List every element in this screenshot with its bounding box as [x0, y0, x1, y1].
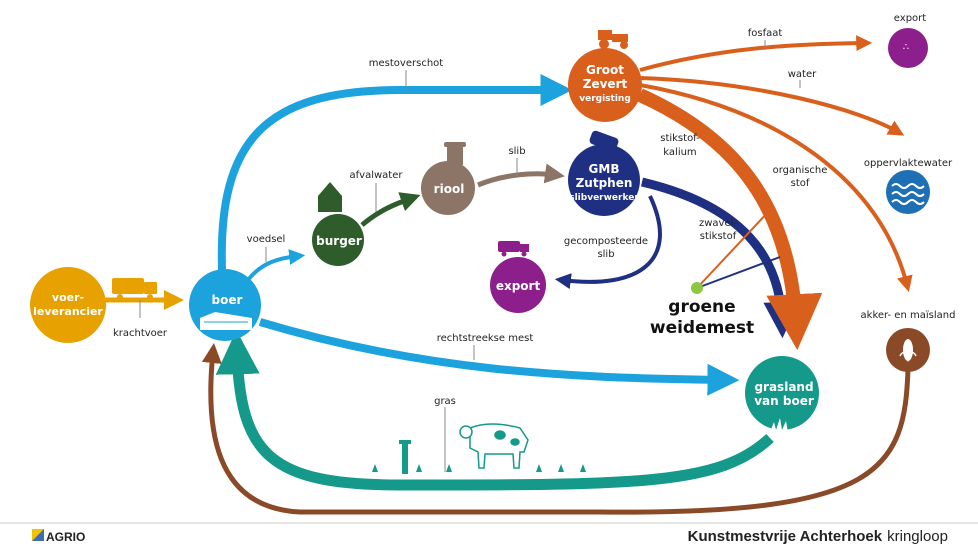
- node-akker-maisland: [886, 328, 930, 372]
- flow-slib: [477, 163, 565, 188]
- agrio-logo: AGRIO: [32, 529, 85, 544]
- callout-line2: weidemest: [650, 318, 754, 338]
- label-zwavel-line1: zwavel-: [699, 218, 737, 229]
- flow-fosfaat: [639, 35, 873, 72]
- flow-stikstof-kalium: [637, 88, 823, 351]
- grasland-line1: grasland: [754, 380, 813, 394]
- gmb-line2: Zutphen: [576, 176, 633, 190]
- node-boer: boer: [189, 269, 261, 341]
- node-gmb-zutphen: GMB Zutphen slibverwerker: [568, 144, 640, 216]
- boer-label: boer: [212, 293, 243, 307]
- callout-line-1: [696, 209, 771, 289]
- flow-rechtstreekse-mest: [258, 318, 740, 396]
- flow-gras-to-boer: [215, 330, 774, 491]
- flow-voedsel: [246, 249, 306, 282]
- grasland-line2: van boer: [754, 394, 814, 408]
- gmb-sub: slibverwerker: [569, 193, 639, 203]
- voerleverancier-line1: voer-: [52, 291, 84, 304]
- groot-zevert-line1: Groot: [586, 63, 624, 77]
- water-waves-icon: [891, 183, 925, 205]
- label-rechtstreekse-mest: rechtstreekse mest: [437, 333, 534, 344]
- label-afvalwater: afvalwater: [350, 170, 404, 181]
- label-water: water: [788, 69, 817, 80]
- label-gecomposteerde-line2: slib: [597, 249, 614, 260]
- export-mid-label: export: [496, 279, 541, 293]
- groot-zevert-line2: Zevert: [583, 77, 628, 91]
- node-groot-zevert: Groot Zevert vergisting: [568, 48, 642, 122]
- node-export-mid: export: [490, 257, 546, 313]
- label-gras: gras: [434, 396, 456, 407]
- callout-dot: [691, 282, 703, 294]
- node-voerleverancier: voer- leverancier: [30, 267, 106, 343]
- gmb-line1: GMB: [589, 162, 620, 176]
- label-gecomposteerde-line1: gecomposteerde: [564, 236, 648, 247]
- label-zwavel-line2: stikstof: [700, 231, 737, 242]
- label-fosfaat: fosfaat: [748, 28, 783, 39]
- node-riool: riool: [421, 161, 475, 215]
- export-top-label: export: [894, 13, 926, 24]
- flow-afvalwater: [360, 192, 421, 227]
- agrio-logo-text: AGRIO: [46, 530, 85, 544]
- corn-icon: [899, 339, 917, 363]
- label-voedsel: voedsel: [247, 234, 286, 245]
- footer-title-bold: Kunstmestvrije Achterhoek: [688, 528, 883, 545]
- flow-water: [639, 76, 905, 136]
- burger-label: burger: [316, 234, 362, 248]
- callout-line1: groene: [668, 297, 735, 317]
- riool-label: riool: [434, 182, 465, 196]
- tanker-small-icon: [498, 241, 529, 257]
- callout-line-2: [696, 256, 781, 289]
- node-oppervlaktewater: [886, 170, 930, 214]
- post-icon: [399, 440, 411, 474]
- barn-icon: [200, 312, 252, 330]
- grass-icon: [770, 418, 788, 432]
- tanker-truck-icon: [112, 278, 157, 300]
- voerleverancier-line2: leverancier: [33, 305, 103, 318]
- flow-akker-to-boer: [201, 343, 911, 515]
- footer-title-light: kringloop: [887, 528, 948, 545]
- cow-icon: [459, 423, 529, 469]
- label-stikstof-line2: kalium: [663, 147, 696, 158]
- label-organische-line2: stof: [791, 178, 810, 189]
- node-export-top: ∴: [888, 28, 928, 68]
- label-slib: slib: [508, 146, 525, 157]
- manure-icon: ∴: [903, 42, 909, 53]
- flow-mestoverschot: [217, 74, 573, 271]
- flow-organische-stof: [639, 83, 913, 292]
- tanker-icon: [589, 130, 619, 152]
- akker-label: akker- en maïsland: [861, 310, 956, 321]
- label-mestoverschot: mestoverschot: [369, 58, 443, 69]
- label-krachtvoer: krachtvoer: [113, 328, 168, 339]
- node-grasland: grasland van boer: [745, 356, 819, 430]
- tractor-icon: [598, 30, 628, 49]
- house-icon: [318, 182, 342, 212]
- oppervlaktewater-label: oppervlaktewater: [864, 158, 953, 169]
- node-burger: burger: [312, 214, 364, 266]
- label-organische-line1: organische: [773, 165, 828, 176]
- manhole-icon: [444, 142, 466, 165]
- groot-zevert-sub: vergisting: [579, 94, 631, 104]
- flow-gecomposteerde-slib: [554, 195, 662, 290]
- label-stikstof-line1: stikstof-: [660, 133, 700, 144]
